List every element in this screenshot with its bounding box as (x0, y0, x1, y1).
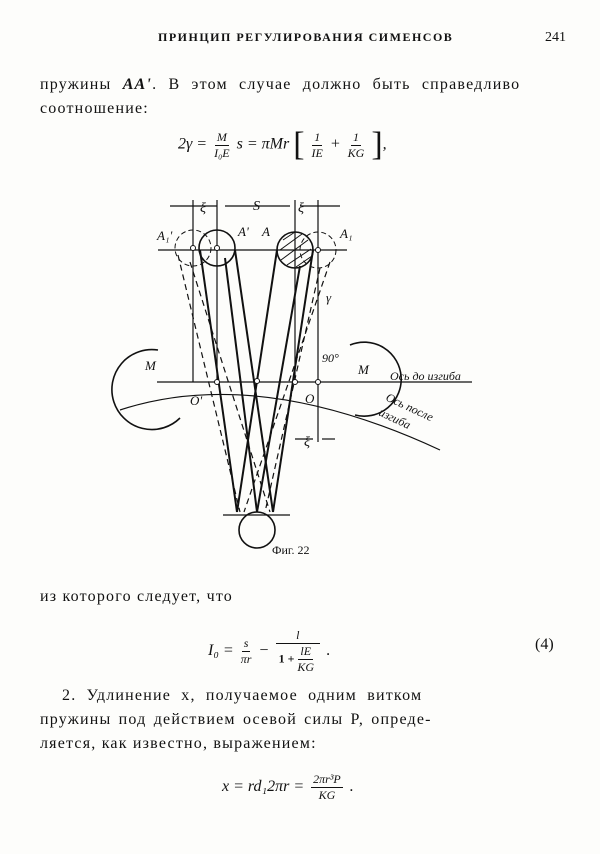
eq-text: I₀ = (208, 642, 234, 660)
figure-caption: Фиг. 22 (272, 543, 310, 557)
label-90-degrees: 90° (322, 351, 339, 365)
den: πr (240, 652, 252, 666)
circle-a-prime (198, 229, 236, 267)
paragraph-line: пружины AA'. В этом случае должно быть с… (40, 76, 520, 94)
axis-after-bending (119, 393, 441, 451)
eq-text: − (258, 642, 270, 660)
label-s: S (253, 199, 260, 214)
label-xi-right: ξ (298, 201, 304, 216)
circle-bottom (238, 511, 276, 549)
label-a: A (261, 224, 270, 239)
label-o-prime: O' (190, 393, 202, 408)
label-xi-left: ξ (200, 201, 206, 216)
moment-arc-left (111, 348, 181, 431)
symbol: AA' (122, 76, 153, 93)
label-gamma: γ (326, 290, 332, 305)
num: M (214, 129, 229, 146)
eq-text: . (326, 642, 331, 660)
den: KG (347, 145, 365, 160)
label-a1-prime: A₁' (156, 228, 172, 243)
moment-arc-right (349, 341, 402, 417)
num: 1 (312, 129, 323, 146)
eq-text: . (349, 778, 354, 796)
eq-text: 2γ = (178, 135, 208, 153)
num: 2πr³P (311, 772, 343, 788)
paragraph-line: ляется, как известно, выражением: (40, 735, 317, 752)
text: пружины (40, 76, 112, 93)
page-number: 241 (545, 30, 566, 45)
circle-a1 (299, 231, 337, 269)
paragraph-line: соотношение: (40, 100, 149, 117)
label-a-prime: A' (237, 224, 249, 239)
eq-text: x = rd₁2πr = (222, 778, 305, 796)
num: lE (298, 644, 314, 660)
label-a1: A₁ (339, 226, 352, 241)
text: . В этом случае должно быть справедливо (152, 76, 521, 93)
label-m-right: M (357, 362, 370, 377)
den: I₀E (214, 145, 230, 160)
paragraph-line: из которого следует, что (40, 588, 234, 605)
eq-text: + (329, 135, 341, 153)
paragraph-line: пружины под действием осевой силы P, опр… (40, 711, 432, 728)
num: s (241, 636, 251, 652)
eq-text: , (382, 135, 387, 153)
label-axis-before: Ось до изгиба (390, 369, 461, 383)
paragraph-line: 2. Удлинение x, получаемое одним витком (62, 687, 423, 704)
label-xi-bottom: ξ (304, 435, 310, 450)
running-title: ПРИНЦИП РЕГУЛИРОВАНИЯ СИМЕНСОВ (158, 30, 454, 44)
figure-22-diagram: ξ S ξ ξ A₁' A' A A₁ γ 90° M M O' O Ось д… (111, 199, 472, 549)
num: 1 (350, 129, 361, 146)
label-m-left: M (144, 358, 157, 373)
circle-a1-prime (174, 229, 212, 267)
equation-number: (4) (535, 636, 554, 653)
den-text: 1 + (278, 651, 295, 666)
eq-text: s = πMr (236, 135, 290, 153)
den: KG (297, 660, 315, 674)
den: KG (318, 788, 336, 802)
den: IE (311, 145, 323, 160)
num: l (276, 628, 320, 644)
label-o: O (305, 391, 315, 406)
